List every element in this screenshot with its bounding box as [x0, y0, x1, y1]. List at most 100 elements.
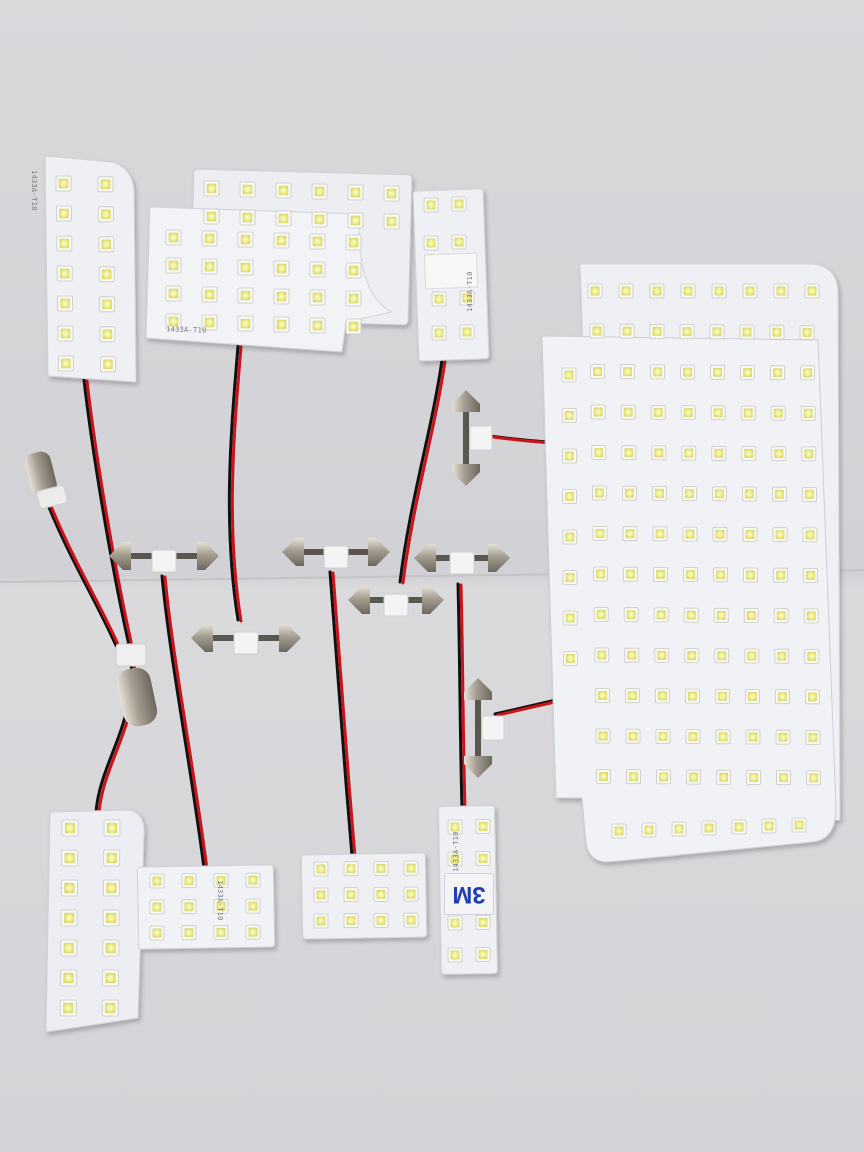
- led-chip-core: [565, 573, 575, 582]
- wire-large-upper: [488, 434, 553, 445]
- led-chip-core: [744, 489, 754, 499]
- led-chip-core: [184, 928, 194, 938]
- led-chip-core: [682, 327, 692, 337]
- led-chip: [770, 365, 785, 381]
- led-chip: [710, 405, 726, 421]
- led-chip: [681, 445, 697, 461]
- led-chip-core: [744, 449, 754, 458]
- led-chip-core: [478, 918, 488, 927]
- led-chip: [343, 861, 359, 877]
- led-chip: [625, 688, 640, 704]
- led-chip-core: [376, 863, 386, 873]
- led-board-bottom-b: [300, 852, 428, 940]
- led-chip-core: [704, 823, 714, 833]
- festoon-cap-top: [464, 678, 492, 700]
- led-chip: [403, 912, 419, 928]
- led-chip-core: [462, 293, 472, 303]
- connector: [323, 545, 349, 569]
- led-chip: [740, 365, 755, 380]
- led-chip: [679, 324, 695, 340]
- led-chip-core: [454, 237, 464, 247]
- led-chip: [213, 899, 229, 914]
- led-chip-core: [684, 489, 694, 499]
- led-chip-core: [58, 178, 69, 189]
- led-chip-core: [593, 367, 603, 376]
- festoon-cap-left: [109, 542, 131, 570]
- led-chip: [800, 405, 816, 421]
- led-chip: [373, 913, 389, 928]
- led-chip: [652, 485, 667, 501]
- led-chip: [61, 819, 79, 837]
- led-chip-core: [683, 367, 693, 377]
- led-chip-core: [316, 864, 326, 874]
- led-chip: [620, 404, 636, 420]
- led-chip: [621, 445, 637, 461]
- led-chip: [712, 486, 727, 502]
- led-chip-core: [63, 1002, 74, 1014]
- led-chip-core: [184, 902, 194, 912]
- led-chip-core: [778, 732, 788, 742]
- led-chip: [309, 289, 326, 306]
- led-chip-core: [168, 316, 179, 327]
- led-chip-core: [687, 691, 697, 701]
- led-chip: [622, 526, 638, 542]
- led-chip-core: [626, 610, 636, 620]
- led-chip-core: [743, 408, 753, 418]
- led-chip: [596, 769, 611, 784]
- led-chip: [201, 230, 218, 247]
- led-chip-core: [184, 876, 194, 886]
- led-chip: [802, 527, 818, 543]
- led-chip: [655, 688, 670, 704]
- led-chip: [383, 213, 400, 230]
- led-chip-core: [657, 650, 667, 660]
- led-chip: [562, 570, 578, 585]
- led-chip: [431, 291, 447, 307]
- led-chip-core: [654, 488, 664, 498]
- led-chip: [561, 408, 577, 423]
- led-chip-core: [807, 651, 817, 661]
- led-chip: [347, 184, 364, 201]
- led-chip-core: [346, 916, 356, 926]
- led-chip-core: [312, 292, 323, 303]
- led-chip-core: [312, 264, 323, 275]
- led-chip: [803, 568, 818, 583]
- led-chip-core: [406, 889, 416, 899]
- led-chip-core: [684, 448, 694, 458]
- led-chip: [611, 823, 627, 839]
- led-chip: [311, 211, 328, 228]
- led-chip-core: [652, 326, 662, 336]
- led-chip: [711, 445, 727, 461]
- ba9s-upper-base: [25, 451, 57, 497]
- led-chip: [97, 176, 114, 193]
- led-chip: [562, 610, 578, 626]
- led-chip-core: [105, 1002, 116, 1014]
- led-chip: [447, 819, 463, 835]
- led-chip: [58, 355, 74, 372]
- led-chip-core: [348, 265, 359, 276]
- led-chip-core: [376, 889, 386, 899]
- led-chip: [60, 939, 78, 957]
- led-chip: [589, 323, 605, 339]
- led-chip-core: [659, 772, 669, 782]
- led-chip: [618, 283, 634, 299]
- wire-red: [163, 575, 209, 871]
- wire-top-left: [82, 378, 136, 815]
- led-chip: [239, 181, 256, 198]
- led-chip: [682, 526, 698, 542]
- led-chip: [682, 486, 697, 502]
- led-chip: [213, 925, 229, 940]
- led-chip-core: [61, 358, 71, 369]
- led-chip-core: [168, 288, 179, 299]
- led-chip: [683, 567, 698, 582]
- led-chip-core: [775, 530, 785, 540]
- led-chip: [594, 647, 610, 663]
- led-chip-core: [803, 368, 813, 378]
- led-chip-core: [657, 691, 667, 701]
- led-chip-core: [714, 448, 724, 458]
- led-chip-core: [596, 569, 606, 579]
- led-chip-core: [350, 187, 361, 198]
- wire-black: [82, 378, 133, 814]
- led-chip: [562, 489, 577, 504]
- led-chip: [776, 770, 791, 786]
